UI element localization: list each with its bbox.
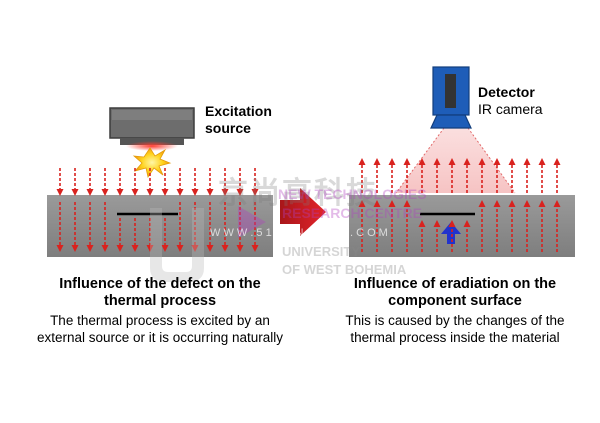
right-slab-arrow	[433, 220, 441, 252]
right-slab-arrow	[358, 200, 366, 252]
right-slab-arrow	[538, 200, 546, 252]
right-emission-arrows	[358, 158, 561, 252]
left-incoming-arrow	[146, 168, 154, 196]
detector-label: Detector	[478, 84, 535, 100]
left-description: The thermal process is excited by an ext…	[5, 312, 315, 346]
right-slab-arrow	[388, 200, 396, 252]
left-slab-arrow	[71, 202, 79, 252]
right-desc-line1: This is caused by the changes of the	[345, 313, 565, 328]
right-slab-arrow	[403, 200, 411, 252]
right-emitted-arrow	[463, 158, 471, 193]
watermark-u-shape	[150, 208, 204, 282]
camera-lens	[430, 114, 472, 129]
excitation-source	[109, 107, 195, 151]
right-emitted-arrow	[388, 158, 396, 193]
flash-icon	[132, 147, 172, 179]
left-slab-arrow	[236, 202, 244, 252]
source-label-line1: Excitation	[205, 103, 272, 119]
left-slab-arrow	[161, 218, 169, 252]
right-emitted-arrow	[448, 158, 456, 193]
ir-camera-icon	[430, 66, 472, 129]
left-component-slab	[47, 195, 273, 257]
source-highlight	[112, 110, 192, 120]
left-slab-arrow	[131, 218, 139, 252]
left-incoming-arrow	[71, 168, 79, 196]
right-component-slab	[349, 195, 575, 257]
left-heat-arrows	[56, 168, 259, 252]
left-incoming-arrow	[116, 168, 124, 196]
right-emitted-arrow	[433, 158, 441, 193]
right-slab-arrow	[493, 200, 501, 252]
left-slab-arrow	[206, 202, 214, 252]
left-slab-arrow	[101, 202, 109, 252]
left-incoming-arrow	[251, 168, 259, 196]
left-title-line1: Influence of the defect on the	[59, 276, 261, 292]
left-slab-arrow	[116, 218, 124, 252]
right-emitted-arrow	[373, 158, 381, 193]
watermark-logo	[150, 206, 266, 282]
right-emitted-arrow	[553, 158, 561, 193]
left-slab-arrow	[221, 202, 229, 252]
right-description: This is caused by the changes of the the…	[312, 312, 598, 346]
left-slab-arrow	[146, 218, 154, 252]
right-title: Influence of eradiation on the component…	[310, 276, 600, 310]
right-slab-arrow	[463, 220, 471, 252]
right-desc-line2: thermal process inside the material	[350, 330, 560, 345]
ir-camera-label: IR camera	[478, 101, 543, 117]
right-emitted-arrow	[493, 158, 501, 193]
left-incoming-arrow	[176, 168, 184, 196]
right-title-line1: Influence of eradiation on the	[353, 276, 557, 292]
right-title-line2: component surface	[388, 293, 522, 309]
left-slab-arrow	[56, 202, 64, 252]
left-slab-arrow	[176, 202, 184, 252]
right-emitted-arrow	[538, 158, 546, 193]
left-incoming-arrow	[131, 168, 139, 196]
left-desc-line2: external source or it is occurring natur…	[36, 330, 284, 345]
right-slab-arrow	[448, 220, 456, 252]
left-incoming-arrow	[86, 168, 94, 196]
right-slab-arrow	[418, 220, 426, 252]
left-slab-arrow	[86, 202, 94, 252]
excitation-source-label: Excitation source	[205, 103, 272, 137]
left-desc-line1: The thermal process is excited by an	[50, 313, 270, 328]
left-slab-arrow	[251, 202, 259, 252]
right-emitted-arrow	[478, 158, 486, 193]
detect-arrow-icon	[441, 222, 461, 244]
left-slab-arrow	[191, 202, 199, 252]
right-slab-arrow	[523, 200, 531, 252]
right-slab-arrow	[553, 200, 561, 252]
left-incoming-arrow	[221, 168, 229, 196]
cone-edge-right	[467, 127, 516, 194]
camera-window	[445, 74, 456, 108]
right-emitted-arrow	[358, 158, 366, 193]
watermark-play-icon	[238, 206, 266, 238]
left-incoming-arrow	[56, 168, 64, 196]
left-incoming-arrow	[236, 168, 244, 196]
right-emitted-arrow	[418, 158, 426, 193]
ir-view-cone	[396, 128, 515, 193]
right-emitted-arrow	[508, 158, 516, 193]
left-incoming-arrow	[191, 168, 199, 196]
right-slab-arrow	[478, 200, 486, 252]
source-glow	[126, 141, 178, 151]
source-label-line2: source	[205, 120, 251, 136]
left-incoming-arrow	[101, 168, 109, 196]
left-title: Influence of the defect on the thermal p…	[10, 276, 310, 310]
cone-edge-left	[395, 127, 445, 194]
right-slab-arrow	[373, 200, 381, 252]
left-incoming-arrow	[161, 168, 169, 196]
detector-label-group: Detector IR camera	[478, 84, 543, 118]
right-slab-arrow	[508, 200, 516, 252]
left-incoming-arrow	[206, 168, 214, 196]
transition-arrow-icon	[280, 188, 326, 236]
right-emitted-arrow	[403, 158, 411, 193]
left-title-line2: thermal process	[103, 293, 217, 309]
right-emitted-arrow	[523, 158, 531, 193]
